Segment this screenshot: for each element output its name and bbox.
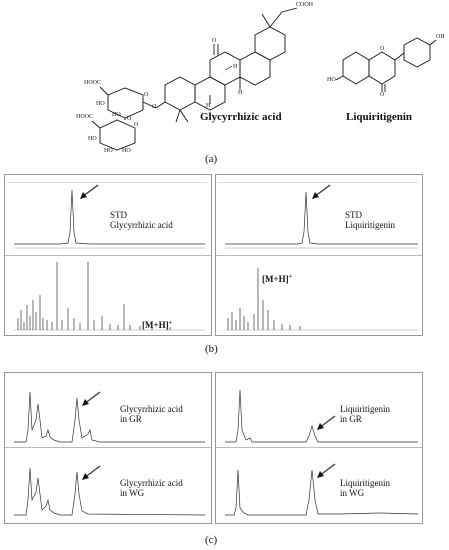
label-line1: Glycyrrhizic acid [120, 404, 183, 414]
atom-h2: H [206, 103, 211, 109]
ion-label-b-left: [M+H]+ [142, 318, 172, 330]
ion-label: [M+H] [142, 320, 169, 330]
label-c-right-wg: Liquiritigenin in WG [340, 478, 390, 498]
atom-ho-4: HO [104, 148, 113, 154]
glycyrrhizic-acid-label: Glycyrrhizic acid [200, 111, 282, 123]
panel-label-a: (a) [205, 153, 218, 165]
label-line1: Liquiritigenin [340, 478, 390, 488]
std-line1: STD [345, 210, 363, 220]
atom-o-1: O [144, 92, 149, 98]
std-line1: STD [110, 210, 128, 220]
plot-c-right-divider [216, 447, 422, 448]
ion-label: [M+H] [262, 274, 289, 284]
label-c-right-gr: Liquiritigenin in GR [340, 404, 390, 424]
sugar-ring-2 [99, 119, 136, 151]
label-c-left-gr: Glycyrrhizic acid in GR [120, 404, 183, 424]
atom-lq-ketone-o: O [380, 92, 385, 98]
atom-o-3: O [127, 116, 132, 122]
chromatogram-trace [225, 191, 418, 245]
plot-b-left-header [7, 176, 207, 183]
label-line1: Liquiritigenin [340, 404, 390, 414]
atom-lq-ho: HO [327, 77, 336, 83]
std-line2: Liquiritigenin [345, 220, 395, 230]
atom-lq-oh: OH [436, 34, 445, 40]
std-label-b-left: STD Glycyrrhizic acid [110, 210, 173, 230]
plot-b-right-header [218, 176, 418, 183]
ion-label-b-right: [M+H]+ [262, 272, 292, 284]
atom-cooh: COOH [296, 2, 314, 8]
atom-h1: H [233, 64, 238, 70]
atom-lq-ring-o: O [380, 46, 385, 52]
atom-hooc-1: HOOC [84, 80, 102, 86]
atom-ho-3: HO [88, 136, 97, 142]
plot-b-right [215, 174, 423, 336]
label-line2: in WG [340, 488, 365, 498]
chromatogram-left-wg [14, 467, 206, 516]
chromatogram-trace [14, 189, 205, 245]
plot-b-right-divider [216, 255, 422, 256]
label-c-left-wg: Glycyrrhizic acid in WG [120, 478, 183, 498]
plot-b-left [4, 174, 212, 336]
label-line1: Glycyrrhizic acid [120, 478, 183, 488]
std-line2: Glycyrrhizic acid [110, 220, 173, 230]
chromatogram-right-gr [225, 389, 418, 443]
label-line2: in WG [120, 488, 145, 498]
plot-c-left-divider [5, 447, 211, 448]
lq-ring-c [368, 51, 396, 85]
atom-h3: H [238, 90, 243, 96]
plot-c-left [4, 372, 212, 524]
sugar-ring-1 [107, 87, 144, 119]
label-line2: in GR [120, 414, 142, 424]
atom-ho-2: HO [112, 112, 121, 118]
label-line2: in GR [340, 414, 362, 424]
chromatogram-right-wg [225, 469, 419, 516]
atom-o-2: O [152, 104, 157, 110]
mass-spectrum [225, 268, 418, 331]
panel-label-b: (b) [205, 343, 218, 355]
lq-ring-b [403, 37, 431, 68]
atom-ho-5: HO [122, 148, 131, 154]
plot-c-right [215, 372, 423, 524]
panel-label-c: (c) [205, 534, 218, 546]
atom-o-4: O [134, 122, 139, 128]
chromatogram-left-gr [14, 391, 205, 443]
atom-hooc-2: HOOC [76, 114, 94, 120]
plot-b-left-divider [5, 255, 211, 256]
liquiritigenin-label: Liquiritigenin [346, 111, 413, 123]
ion-sup: + [288, 274, 293, 280]
ion-sup: + [168, 320, 173, 326]
std-label-b-right: STD Liquiritigenin [345, 210, 395, 230]
atom-ho-1: HO [96, 101, 105, 107]
mass-spectrum [14, 262, 205, 331]
atom-ketone-o: O [212, 38, 217, 44]
